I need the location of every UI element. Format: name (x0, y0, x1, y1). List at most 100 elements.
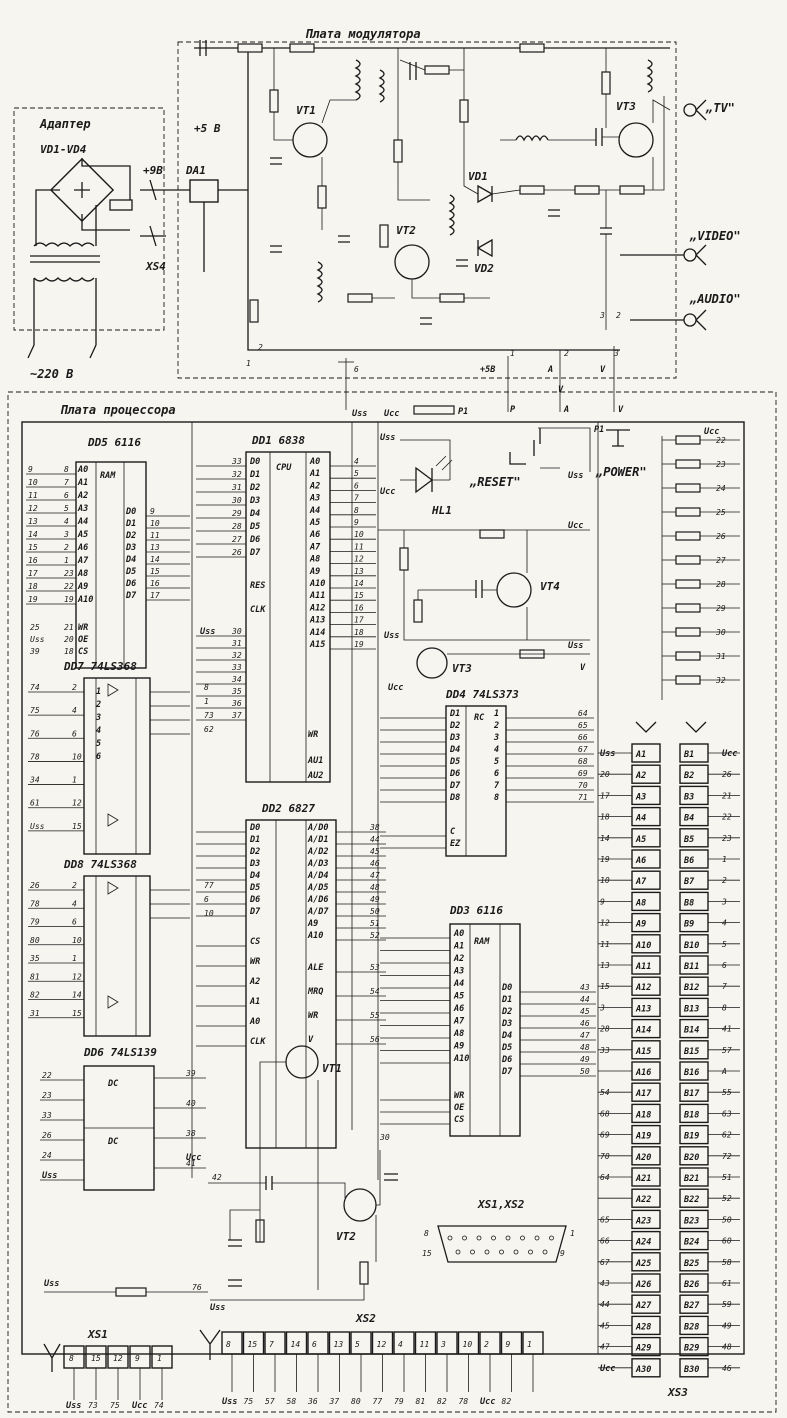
vt-uss: Uss (210, 1303, 225, 1313)
dd1-pin-num: 26 (232, 548, 242, 557)
dd7-io-label: 4 (96, 726, 101, 736)
side-pin-23: 23 (716, 460, 726, 469)
dd1-pin-A14: A14 (309, 628, 325, 638)
dd3-ext-num: 49 (580, 1055, 590, 1064)
dd5-out-num: 13 (150, 543, 160, 552)
dd1-pin-D7: D7 (249, 548, 261, 558)
dd7-ext-right: 1 (204, 697, 209, 706)
dd7-io-label: 2 (95, 700, 101, 710)
xs3-label-B28: B28 (683, 1322, 699, 1332)
dd3-title: DD3 6116 (449, 904, 503, 917)
dd5-pin-D4: D4 (125, 555, 136, 565)
xs2-pin (264, 1331, 286, 1355)
dd5-pin-num: 7 (64, 478, 69, 487)
dd5-ctrl-num: 18 (64, 647, 74, 656)
mod-plus5-label: +5 В (194, 122, 221, 135)
dd5-pin-A9: A9 (77, 582, 88, 592)
xs1-pin-num: 9 (135, 1354, 140, 1363)
adapter-block: Адаптер VD1-VD4 ~220 В XS4 +9В (13, 107, 166, 381)
dd2-pin-A/D0: A/D0 (307, 823, 328, 833)
xs2-ext: Ucc (480, 1397, 495, 1407)
dd3-pin-A3: A3 (453, 967, 464, 977)
dd6-left-num: 26 (42, 1131, 52, 1140)
dd1-out-num: 18 (354, 628, 364, 637)
dd1-low-num: 33 (231, 663, 242, 672)
xs3-label-A19: A19 (635, 1132, 651, 1142)
dd5-pin-D5: D5 (125, 567, 136, 577)
dd3-ext-num: 48 (580, 1043, 590, 1052)
proc-sig-p: P (510, 405, 516, 415)
dd1-out-num: 7 (354, 494, 359, 503)
dsub-pin-9: 9 (560, 1249, 565, 1258)
dd3-pin-A0: A0 (453, 929, 464, 939)
xs3-a-ext: 67 (600, 1258, 610, 1267)
xs3-b-ext: 7 (722, 982, 727, 991)
dd2-ext-num: 46 (370, 859, 380, 868)
vt3-proc-label: VT3 (452, 662, 472, 675)
xs2-pin (436, 1331, 458, 1355)
dd4-pin-D3: D3 (449, 733, 460, 743)
dd4-title: DD4 74LS373 (445, 688, 519, 701)
dd5-pin-num: 2 (64, 543, 69, 552)
side-pin-26: 26 (716, 532, 726, 541)
xs3-label-A17: A17 (635, 1089, 652, 1099)
xs3-label-A1: A1 (635, 750, 646, 760)
xs3-b-ext: 1 (722, 855, 727, 864)
xs2-pin-num: 8 (226, 1340, 231, 1349)
dd2-pin-CS: CS (250, 937, 260, 947)
dd3-pin-A6: A6 (453, 1004, 464, 1014)
xs3-a-ext: 69 (600, 1131, 610, 1140)
video-label: „VIDEO" (689, 229, 741, 243)
dsub-pin (528, 1249, 533, 1255)
xs2-title: XS2 (355, 1312, 376, 1325)
xs2-ext: 37 (329, 1397, 340, 1406)
dd4-ext-num: 71 (578, 793, 588, 802)
regulator-da1 (189, 179, 219, 203)
side-resistor (675, 507, 701, 517)
dd5-ctrl-num: 21 (64, 623, 74, 632)
xs3-a-ext: 64 (600, 1173, 610, 1182)
dd5-ext-num: 11 (28, 491, 38, 500)
xs3-a-ext: 28 (600, 1025, 610, 1034)
dd5-ctrl-OE: OE (78, 635, 89, 645)
xs1-pin (151, 1345, 173, 1369)
vt3-ucc: Ucc (388, 683, 403, 693)
dd4-pin-D2: D2 (449, 721, 460, 731)
dd1-pin-A11: A11 (309, 591, 325, 601)
xs2-pin-num: 1 (527, 1340, 532, 1349)
dd2-chip (245, 819, 337, 1149)
xs3-label-A4: A4 (635, 814, 646, 824)
xs3-label-A15: A15 (635, 1047, 651, 1057)
xs3-b-ext: 72 (722, 1152, 732, 1161)
xs3-a-ext: 13 (600, 961, 610, 970)
dd1-pin-D3: D3 (249, 496, 260, 506)
xs3-a-ext: 65 (600, 1215, 610, 1224)
xs3-label-A22: A22 (635, 1195, 651, 1205)
dd2-pin-A10: A10 (307, 931, 323, 941)
plus9-label: +9В (143, 164, 163, 177)
dd3-pin-A4: A4 (453, 979, 464, 989)
xs3-label-B2: B2 (683, 771, 694, 781)
dd5-pin-num: 1 (64, 556, 69, 565)
dd7-ext-left: 61 (30, 799, 40, 808)
xs3-label-B5: B5 (683, 835, 694, 845)
dd2-ext-num: 48 (370, 883, 380, 892)
modulator-title: Плата модулятора (305, 27, 421, 41)
dd8-title: DD8 74LS368 (63, 858, 137, 871)
dd7-in-num: 10 (72, 752, 82, 761)
p1-switch-label: P1 (594, 425, 604, 435)
dd1-pin-D2: D2 (249, 483, 260, 493)
xs3-a-ext: 10 (600, 876, 610, 885)
dd5-pin-D6: D6 (125, 579, 136, 589)
xs2-ext: 80 (351, 1397, 361, 1406)
dsub-connector (437, 1225, 567, 1263)
xs2-pin-num: 10 (463, 1340, 473, 1349)
xs3-label-A14: A14 (635, 1026, 651, 1036)
dd6-right-num: 40 (186, 1099, 196, 1108)
dd3-pin-WR: WR (454, 1091, 464, 1101)
dd1-pin-A9: A9 (309, 567, 320, 577)
vt4-processor (496, 572, 532, 608)
xs3-b-ext: 48 (722, 1343, 732, 1352)
dd2-ext-num: 51 (370, 919, 380, 928)
